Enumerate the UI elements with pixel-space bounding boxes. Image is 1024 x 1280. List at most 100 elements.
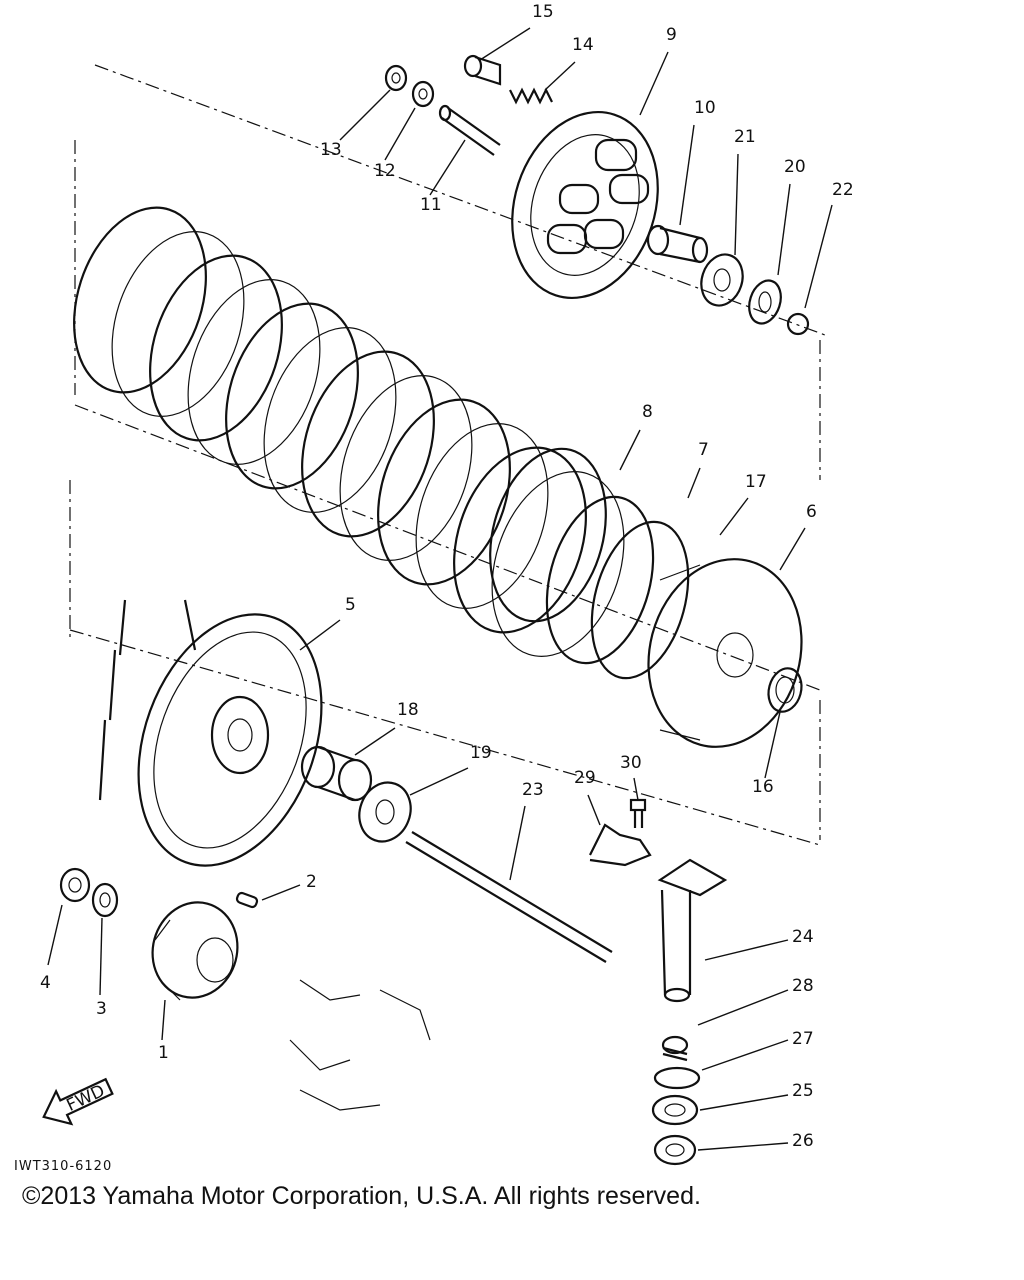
svg-text:FWD: FWD	[64, 1081, 108, 1116]
leader-line-7	[687, 467, 701, 499]
leader-line-24	[704, 939, 789, 961]
friction-plate	[149, 254, 283, 442]
callout-21: 21	[734, 127, 756, 147]
callout-19: 19	[470, 743, 492, 763]
callout-15: 15	[532, 2, 554, 22]
leader-line-17	[719, 497, 749, 536]
callout-4: 4	[40, 973, 51, 993]
circlip	[767, 667, 803, 713]
locknut	[700, 253, 744, 307]
callout-24: 24	[792, 927, 814, 947]
leader-line-9	[639, 51, 669, 116]
callout-16: 16	[752, 777, 774, 797]
screw	[629, 798, 647, 828]
leader-line-5	[299, 619, 341, 651]
clutch-plate	[187, 279, 321, 465]
leader-line-10	[679, 124, 695, 226]
push-lever	[657, 858, 728, 1003]
leader-line-22	[804, 204, 833, 309]
pressure-plate	[511, 110, 659, 300]
callout-2: 2	[306, 872, 317, 892]
clutch-plate	[415, 423, 549, 609]
callout-6: 6	[806, 502, 817, 522]
primary-drive-gear	[151, 901, 239, 1001]
leader-lines	[47, 27, 833, 1151]
clutch-plate	[111, 231, 245, 417]
callout-23: 23	[522, 780, 544, 800]
ball	[786, 312, 810, 336]
leader-line-16	[764, 711, 781, 779]
assembly-axis-lines	[69, 64, 826, 846]
callout-13: 13	[320, 140, 342, 160]
washer	[653, 1066, 701, 1090]
leader-line-19	[409, 767, 469, 796]
lock-washer	[748, 279, 782, 325]
leader-line-25	[699, 1094, 789, 1111]
callout-30: 30	[620, 753, 642, 773]
friction-plate	[453, 446, 587, 634]
leader-line-29	[587, 794, 601, 826]
friction-plate	[301, 350, 435, 538]
plate-seat	[545, 495, 655, 665]
leader-line-27	[701, 1039, 789, 1071]
clutch-plate-stack	[73, 206, 690, 680]
leader-line-2	[261, 884, 301, 901]
woodruff-key	[235, 891, 259, 909]
leader-line-1	[161, 999, 166, 1041]
gear-nut	[59, 867, 91, 903]
callout-20: 20	[784, 157, 806, 177]
cushion-ring	[489, 447, 607, 623]
callout-11: 11	[420, 195, 442, 215]
leader-line-21	[734, 153, 739, 256]
leader-line-4	[47, 904, 63, 966]
callout-29: 29	[574, 768, 596, 788]
bolt	[463, 54, 502, 86]
leader-line-13	[339, 89, 391, 141]
callout-17: 17	[745, 472, 767, 492]
clutch-boss	[647, 558, 803, 748]
friction-plate	[225, 302, 359, 490]
clutch-plate	[339, 375, 473, 561]
friction-plate	[377, 398, 511, 586]
callout-3: 3	[96, 999, 107, 1019]
leader-line-18	[354, 727, 396, 756]
callout-8: 8	[642, 402, 653, 422]
push-rod-short	[646, 224, 709, 264]
lever-spring	[661, 1035, 689, 1062]
push-rod-pin	[438, 104, 501, 156]
spring-ring	[590, 520, 690, 680]
leader-line-11	[429, 139, 466, 196]
callout-9: 9	[666, 25, 677, 45]
callout-18: 18	[397, 700, 419, 720]
callout-10: 10	[694, 98, 716, 118]
crankcase-outline	[289, 979, 431, 1111]
callout-22: 22	[832, 180, 854, 200]
leader-line-14	[544, 61, 576, 91]
clutch-plate	[263, 327, 397, 513]
leader-line-23	[509, 805, 526, 881]
plain-washer	[411, 80, 435, 108]
callout-25: 25	[792, 1081, 814, 1101]
clutch-housing	[98, 599, 323, 867]
leader-line-20	[777, 183, 791, 276]
leader-line-3	[99, 917, 103, 996]
leader-line-26	[697, 1142, 789, 1151]
callout-7: 7	[698, 440, 709, 460]
callout-12: 12	[374, 161, 396, 181]
leader-line-30	[633, 777, 639, 801]
oil-seal	[651, 1094, 699, 1126]
fwd-arrow-icon: FWD	[42, 1077, 114, 1126]
callout-1: 1	[158, 1043, 169, 1063]
callout-28: 28	[792, 976, 814, 996]
push-rod-long	[405, 831, 613, 963]
diagram-code: IWT310-6120	[14, 1159, 112, 1174]
callout-27: 27	[792, 1029, 814, 1049]
gear-washer	[91, 882, 119, 918]
clutch-plate	[491, 471, 625, 657]
copyright-notice: ©2013 Yamaha Motor Corporation, U.S.A. A…	[22, 1182, 701, 1210]
leader-line-28	[697, 989, 789, 1026]
thrust-washer	[358, 781, 412, 843]
leader-line-15	[479, 27, 531, 61]
callout-26: 26	[792, 1131, 814, 1151]
